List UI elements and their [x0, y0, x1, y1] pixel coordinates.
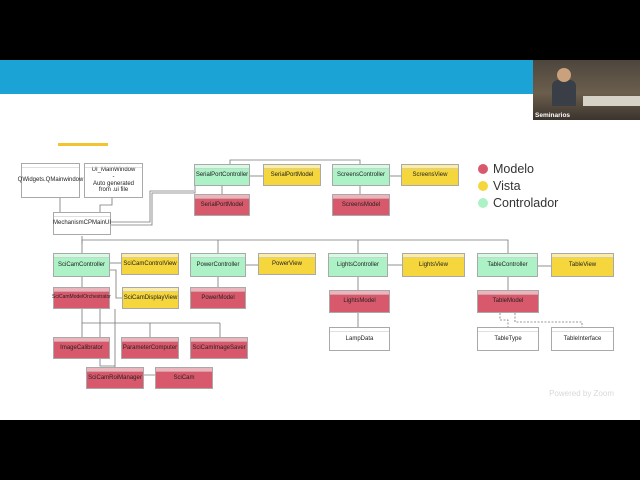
video-background — [533, 60, 640, 120]
node-screens-model: ScreensModel — [332, 194, 390, 216]
edge-serial-mechanism — [111, 190, 194, 223]
node-scicam-controller: SciCamController — [53, 253, 110, 277]
node-serial-port-model-view: SerialPortModel — [263, 164, 321, 186]
node-scicam-model-orchestrator: SciCamModelOrchestrator — [52, 287, 111, 309]
node-screens-view: ScreensView — [401, 164, 459, 186]
legend-item-vista: Vista — [478, 177, 558, 194]
edge-orch-roi — [99, 309, 115, 367]
node-mechanism-main-ui: MechanismCPMainUI — [53, 212, 111, 235]
node-power-controller: PowerController — [190, 253, 246, 277]
edge-scicam-display — [110, 269, 122, 299]
node-scicam-display-view: SciCamDisplayView — [122, 287, 179, 309]
legend-label: Controlador — [493, 195, 559, 210]
node-lamp-data: LampData — [329, 327, 390, 351]
node-lights-controller: LightsController — [328, 253, 388, 277]
node-table-model: TableModel — [477, 290, 539, 313]
edge-table-type — [499, 313, 509, 327]
legend-item-controlador: Controlador — [478, 194, 558, 211]
powered-by-watermark: Powered by Zoom — [549, 389, 614, 398]
node-scicam: SciCam — [155, 367, 213, 389]
edge-screens-mechanism — [111, 186, 196, 226]
edge-screens-top — [229, 159, 361, 165]
participant-video-thumbnail[interactable]: Seminarios — [533, 60, 640, 120]
legend-dot-icon — [478, 163, 488, 174]
video-person-body — [552, 80, 576, 106]
node-table-type: TableType — [477, 327, 539, 351]
legend-label: Vista — [493, 178, 521, 193]
node-qwidgets-mainwindow: QWidgets.QMainwindow — [18, 163, 83, 198]
node-scicam-image-saver: SciCamImageSaver — [190, 337, 248, 359]
video-participant-label: Seminarios — [535, 112, 571, 119]
node-ui-mainwindow: UI_MainWindow - Auto generated from .ui … — [84, 163, 143, 198]
node-table-controller: TableController — [477, 253, 538, 277]
node-scicam-control-view: SciCamControlView — [121, 253, 179, 275]
edge-table-iface — [514, 313, 583, 327]
node-image-calibrator: ImageCalibrator — [53, 337, 110, 359]
video-person-head — [557, 68, 571, 82]
node-lights-model: LightsModel — [329, 290, 390, 313]
edge-orch-bus — [81, 309, 220, 324]
node-scicam-roi-manager: SciCamRoiManager — [86, 367, 144, 389]
node-power-view: PowerView — [258, 253, 316, 275]
node-table-view: TableView — [551, 253, 614, 277]
class-diagram-connectors — [59, 159, 583, 376]
legend-label: Modelo — [493, 161, 534, 176]
node-parameter-computer: ParameterComputer — [121, 337, 179, 359]
node-power-model: PowerModel — [190, 287, 246, 309]
legend-dot-icon — [478, 180, 488, 191]
title-accent-bar — [58, 143, 108, 146]
node-screens-controller: ScreensController — [332, 164, 390, 186]
node-table-interface: TableInterface — [551, 327, 614, 351]
node-lights-view: LightsView — [402, 253, 465, 277]
legend: Modelo Vista Controlador — [478, 160, 558, 211]
legend-dot-icon — [478, 197, 488, 208]
edge-mechanism-uimain — [99, 197, 113, 212]
legend-item-modelo: Modelo — [478, 160, 558, 177]
video-desk — [583, 96, 640, 106]
node-serial-port-controller: SerialPortController — [194, 164, 250, 186]
edge-bus — [81, 239, 509, 253]
node-serial-port-model: SerialPortModel — [194, 194, 250, 216]
